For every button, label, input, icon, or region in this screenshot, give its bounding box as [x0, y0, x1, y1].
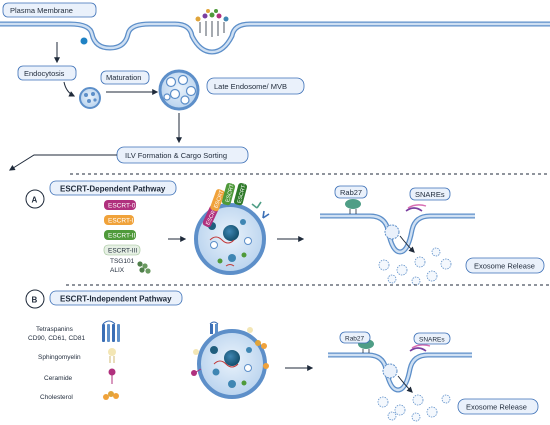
snares-b-label: SNAREs [419, 337, 445, 344]
panel-a-snares-icon [405, 204, 427, 212]
cholesterol-icon [103, 391, 119, 400]
sphingomyelin-label: Sphingomyelin [38, 354, 81, 361]
ilv-formation-label: ILV Formation & Cargo Sorting [125, 151, 227, 160]
tsg101-label: TSG101 [110, 258, 135, 265]
panel-a-release-membrane [320, 213, 475, 255]
panel-b-mvb [191, 321, 269, 399]
tsg101-alix-icon [137, 261, 151, 274]
ilv-to-panels-arrow [8, 154, 117, 171]
panel-a-letter: A [32, 196, 38, 205]
endocytosis-label: Endocytosis [24, 69, 65, 78]
late-endosome-box [206, 77, 305, 95]
exosome-release-b-box [457, 398, 539, 415]
panel-a-exosome-vesicle [384, 224, 400, 240]
panel-a-marker [25, 189, 45, 209]
rab27-a-box [334, 185, 368, 199]
sphingomyelin-icon [108, 348, 116, 363]
alix-label: ALIX [110, 267, 125, 274]
escrt3-pill [103, 244, 141, 256]
rab27-b-box [339, 331, 371, 344]
endocytosis-to-endosome-arrow [63, 81, 76, 97]
escrt2-pill [104, 230, 136, 240]
cd-markers-label: CD90, CD61, CD81 [28, 335, 85, 342]
panel-b-release-membrane [328, 352, 472, 393]
ceramide-icon [108, 368, 116, 384]
tetraspanins-label: Tetraspanins [36, 326, 74, 333]
rab27-b-label: Rab27 [345, 336, 365, 343]
escrt3-label: ESCRT-III [108, 248, 137, 255]
maturation-label: Maturation [106, 73, 141, 82]
cargo-particle [80, 37, 88, 45]
membrane-receptors [195, 9, 229, 37]
snares-b-box [413, 332, 451, 345]
panel-a-release-arrow [399, 235, 415, 253]
exosome-release-a-box [465, 257, 545, 274]
exosome-release-b-label: Exosome Release [466, 403, 527, 412]
early-endosome [79, 87, 101, 109]
exosome-release-a-label: Exosome Release [474, 262, 535, 271]
panel-b-release-arrow [397, 375, 413, 393]
panel-a-title: ESCRT-Dependent Pathway [60, 185, 166, 194]
escrt0-label: ESCRT-0 [108, 203, 136, 210]
cholesterol-label: Cholesterol [40, 394, 73, 401]
panel-a-rab27-icon [345, 199, 361, 214]
snares-a-box [409, 187, 451, 201]
plasma-membrane [0, 21, 550, 55]
late-endosome-label: Late Endosome/ MVB [214, 82, 287, 91]
escrt1-label: ESCRT-I [108, 218, 134, 225]
panel-b-snares-icon [409, 344, 431, 352]
plasma-membrane-label: Plasma Membrane [10, 6, 73, 15]
panel-a-title-box [49, 180, 177, 196]
panel-a-exosomes [378, 247, 452, 286]
ceramide-label: Ceramide [44, 375, 73, 382]
panel-b-title: ESCRT-Independent Pathway [60, 295, 172, 304]
tetraspanin-icon [102, 320, 120, 342]
panel-b-letter: B [32, 296, 38, 305]
snares-a-label: SNAREs [415, 190, 445, 199]
panel-b-title-box [49, 290, 183, 306]
panel-b-exosome-vesicle [382, 363, 398, 379]
late-endosome-mvb [158, 69, 200, 111]
escrt2-label: ESCRT-II [108, 233, 136, 240]
escrt1-pill [104, 215, 134, 225]
maturation-box [100, 70, 150, 85]
escrt2-complex-label: ESCRT-II [225, 179, 237, 203]
plasma-membrane-label-box [2, 2, 97, 18]
escrt0-pill [104, 200, 136, 210]
panel-b-exosomes [377, 394, 451, 422]
endocytosis-box [17, 65, 77, 81]
rab27-a-label: Rab27 [340, 188, 362, 197]
panel-b-marker [25, 289, 45, 309]
